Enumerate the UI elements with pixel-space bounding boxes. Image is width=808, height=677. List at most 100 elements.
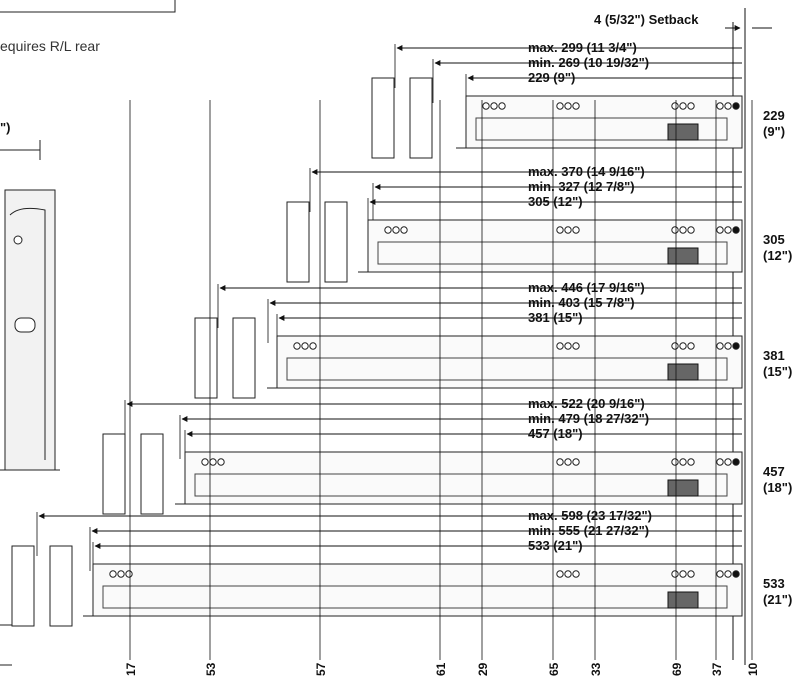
dimension-label: max. 299 (11 3/4") [528,40,637,55]
slide-group-533: max. 598 (23 17/32")min. 555 (21 27/32")… [11,508,792,627]
mounting-hole [724,570,732,578]
dimension-label: min. 479 (18 27/32") [528,411,649,426]
drawer-front-panel [232,317,256,399]
mounting-hole [490,102,498,110]
mounting-hole [556,226,564,234]
drawer-front-panel [140,433,164,515]
slide-inner-member [102,585,728,609]
slide-group-305: max. 370 (14 9/16")min. 327 (12 7/8")305… [286,164,792,283]
mounting-hole [572,226,580,234]
slide-length-inch-label: (21") [763,592,792,607]
mounting-note: equires R/L rear [0,38,100,54]
setback-label: 4 (5/32") Setback [594,12,699,27]
drawer-front-panel [49,545,73,627]
mounting-hole [217,458,225,466]
hole-position-label: 53 [204,662,218,676]
mounting-hole [687,570,695,578]
slide-inner-member [194,473,728,497]
mounting-hole [716,570,724,578]
hole-position-label: 61 [434,662,448,676]
mounting-hole [400,226,408,234]
mounting-hole [724,226,732,234]
dimension-label: 381 (15") [528,310,583,325]
mounting-hole [679,102,687,110]
mounting-hole [572,570,580,578]
hole-position-label: 29 [476,662,490,676]
hole-position-label: 37 [710,662,724,676]
mounting-hole [732,226,740,234]
mounting-hole [498,102,506,110]
drawer-front-panel [324,201,348,283]
drawer-front-panel [102,433,126,515]
slide-rail [276,335,743,389]
mounting-hole [716,226,724,234]
mounting-hole [556,458,564,466]
locking-device [667,479,699,497]
mounting-hole [572,102,580,110]
mounting-hole [687,226,695,234]
dimension-label: max. 598 (23 17/32") [528,508,652,523]
mounting-hole [572,342,580,350]
mounting-hole [309,342,317,350]
slide-group-381: max. 446 (17 9/16")min. 403 (15 7/8")381… [194,280,792,399]
mounting-hole [556,102,564,110]
mounting-hole [556,570,564,578]
dimension-label: max. 522 (20 9/16") [528,396,645,411]
mounting-hole [564,570,572,578]
dimension-label: min. 555 (21 27/32") [528,523,649,538]
mounting-hole [732,570,740,578]
hole-position-label: 57 [314,662,328,676]
slide-inner-member [286,357,728,381]
slide-length-label: 533 [763,576,785,591]
dimension-label: min. 403 (15 7/8") [528,295,635,310]
drawer-front-panel [409,77,433,159]
dimension-label: min. 327 (12 7/8") [528,179,635,194]
mounting-hole [384,226,392,234]
mounting-hole [732,102,740,110]
slide-length-inch-label: (15") [763,364,792,379]
mounting-hole [671,226,679,234]
slide-group-229: max. 299 (11 3/4")min. 269 (10 19/32")22… [371,40,785,159]
slide-length-inch-label: (18") [763,480,792,495]
mounting-hole [109,570,117,578]
mounting-hole [117,570,125,578]
slide-rail [92,563,743,617]
mounting-hole [732,458,740,466]
left-fragment-label: ") [0,120,11,135]
mounting-hole [564,102,572,110]
mounting-hole [679,570,687,578]
mounting-hole [564,342,572,350]
mounting-hole [732,342,740,350]
slide-inner-member [377,241,728,265]
locking-device [667,591,699,609]
mounting-hole [482,102,490,110]
mounting-hole [724,102,732,110]
locking-device [667,247,699,265]
mounting-hole [679,342,687,350]
hole-position-label: 65 [547,662,561,676]
mounting-hole [671,342,679,350]
mounting-hole [679,458,687,466]
hole-position-label: 10 [746,662,760,676]
mounting-hole [716,342,724,350]
mounting-hole [564,458,572,466]
drawer-front-panel [11,545,35,627]
slide-rail [184,451,743,505]
slide-length-label: 457 [763,464,785,479]
mounting-hole [671,102,679,110]
left-partial-drawing [0,0,176,666]
drawer-front-panel [371,77,395,159]
mounting-hole [209,458,217,466]
dimension-label: 533 (21") [528,538,583,553]
mounting-hole [556,342,564,350]
locking-device [667,123,699,141]
mounting-hole [724,458,732,466]
slide-length-label: 229 [763,108,785,123]
locking-device [667,363,699,381]
dimension-label: max. 446 (17 9/16") [528,280,645,295]
dimension-label: 457 (18") [528,426,583,441]
slide-length-label: 381 [763,348,785,363]
slide-length-label: 305 [763,232,785,247]
dimension-label: 229 (9") [528,70,575,85]
